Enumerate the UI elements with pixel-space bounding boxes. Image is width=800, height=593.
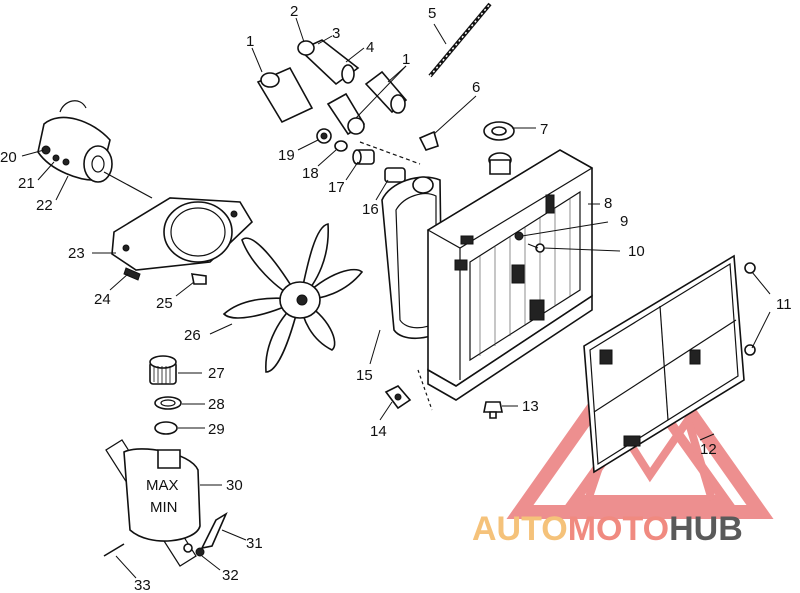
part-26-fan-blade [224,224,362,372]
callout-33: 33 [134,577,151,593]
callout-15: 15 [356,367,373,384]
part-7-gasket [484,122,514,140]
part-13-grommet [484,402,502,418]
callout-labels: 1 2 3 4 5 1 6 7 8 9 10 11 12 13 14 15 16… [0,3,792,593]
part-31-hose [202,514,226,548]
watermark-word-hub: HUB [669,510,743,548]
callout-14: 14 [370,423,387,440]
callout-27: 27 [208,365,225,382]
callout-22: 22 [36,197,53,214]
callout-11: 11 [776,296,792,313]
callout-1-a: 1 [246,33,254,50]
part-19-nut [317,129,331,143]
callout-31: 31 [246,535,263,552]
reservoir-max-mark: MAX [146,477,179,494]
callout-12: 12 [700,441,717,458]
callout-2: 2 [290,3,298,20]
part-33-bolt [104,544,124,556]
part-23-motor-bracket [112,198,252,270]
part-1-hose-right [328,72,406,134]
callout-23: 23 [68,245,85,262]
callout-5: 5 [428,5,436,22]
callout-32: 32 [222,567,239,584]
callout-7: 7 [540,121,548,138]
callout-16: 16 [362,201,379,218]
part-32-clamp [184,544,204,556]
part-14-bracket [386,386,410,408]
part-25-screw [192,274,206,284]
callout-24: 24 [94,291,111,308]
part-11-fasteners [745,263,755,355]
callout-19: 19 [278,147,295,164]
watermark-triangle-outer [506,329,774,519]
callout-9: 9 [620,213,628,230]
part-20-22-fan-motor [38,101,152,198]
part-12-screen [584,256,744,472]
part-5-rod [430,4,490,76]
callout-25: 25 [156,295,173,312]
callout-10: 10 [628,243,645,260]
part-6-clamp [420,132,438,150]
part-17-fitting [353,150,374,164]
part-16-fitting [385,168,405,182]
part-18-washer [335,141,347,151]
leader-lines [21,17,771,579]
part-30-coolant-reservoir: MAX MIN [106,440,200,566]
callout-21: 21 [18,175,35,192]
part-8-radiator [428,150,592,400]
callout-6: 6 [472,79,480,96]
watermark-word-auto: AUTO [472,510,568,548]
callout-3: 3 [332,25,340,42]
watermark-wordmark: AUTOMOTOHUB [472,510,743,548]
callout-17: 17 [328,179,345,196]
callout-8: 8 [604,195,612,212]
callout-30: 30 [226,477,243,494]
part-29-seal [155,422,177,434]
part-27-reservoir-cap [150,356,176,384]
reservoir-min-mark: MIN [150,499,178,516]
part-2-3-4-hose [298,40,358,84]
callout-4: 4 [366,39,374,56]
part-24-screw [124,268,140,280]
part-9-washer [515,232,523,240]
callout-29: 29 [208,421,225,438]
callout-1-b: 1 [402,51,410,68]
part-28-gasket [155,397,181,409]
callout-26: 26 [184,327,201,344]
callout-28: 28 [208,396,225,413]
svg-text:AUTOMOTOHUB: AUTOMOTOHUB [472,510,743,548]
callout-13: 13 [522,398,539,415]
watermark-word-moto: MOTO [568,510,669,548]
callout-20: 20 [0,149,17,166]
part-1-hose-upper-left [258,68,312,122]
part-10-bolt [528,244,544,252]
callout-18: 18 [302,165,319,182]
